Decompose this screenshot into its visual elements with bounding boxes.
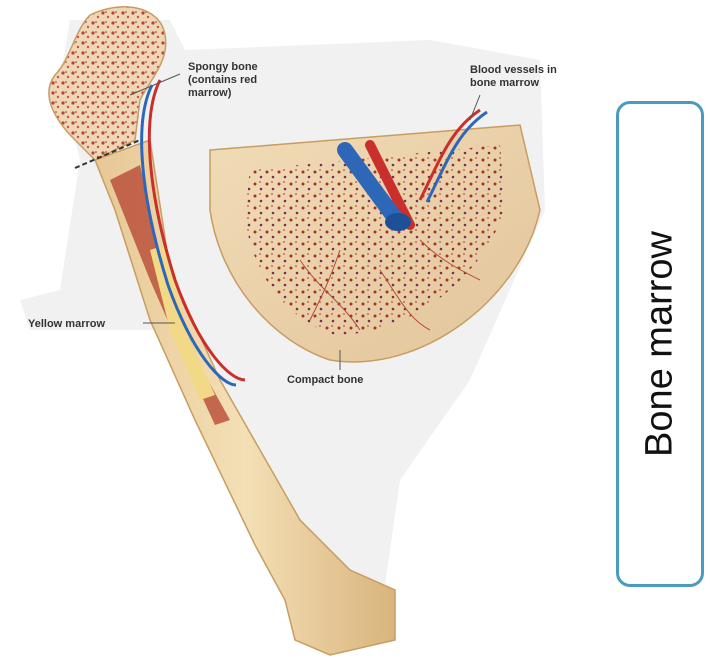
bone-marrow-tag: Bone marrow	[616, 101, 704, 587]
label-compact-bone: Compact bone	[287, 374, 363, 386]
vein-opening	[385, 213, 411, 231]
label-blood-line1: Blood vessels in	[470, 64, 557, 76]
label-spongy-line1: Spongy bone	[188, 61, 258, 73]
label-blood-vessels: Blood vessels in bone marrow	[470, 64, 560, 89]
bone-marrow-title: Bone marrow	[639, 231, 682, 457]
label-yellow-marrow: Yellow marrow	[28, 318, 105, 330]
label-spongy-line2: (contains red	[188, 74, 257, 86]
label-spongy-line3: marrow)	[188, 87, 232, 99]
label-blood-line2: bone marrow	[470, 77, 540, 89]
